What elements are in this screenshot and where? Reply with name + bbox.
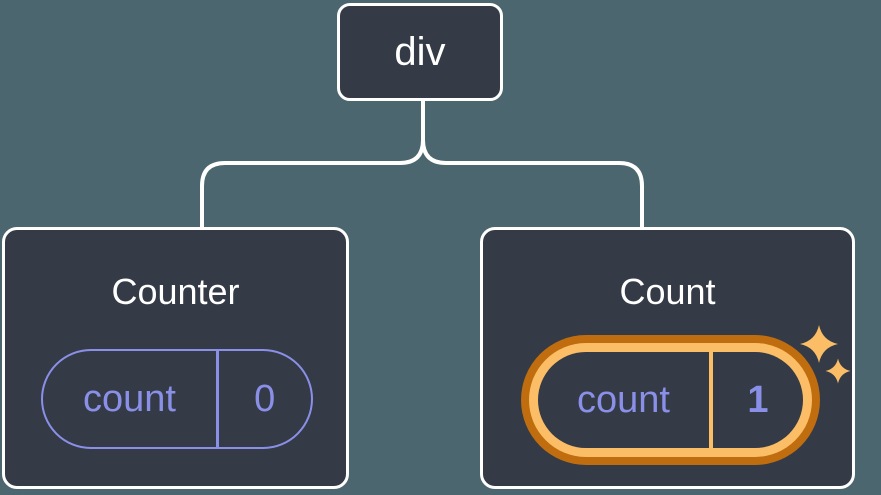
state-pill: count 1	[538, 352, 803, 448]
state-pill: count 0	[41, 349, 313, 449]
component-title: Count	[619, 271, 716, 312]
root-node-label: div	[394, 29, 446, 74]
component-title: Counter	[111, 271, 240, 312]
state-pill-highlighted: count 1	[521, 335, 820, 465]
pill-divider	[216, 351, 219, 447]
state-value: 0	[254, 377, 276, 420]
component-card-count: Count count 1	[480, 227, 855, 489]
pill-divider	[709, 352, 713, 448]
component-card-counter: Counter count 0	[2, 227, 349, 489]
tree-root-node: div	[337, 3, 503, 101]
state-key-label: count	[577, 378, 670, 421]
state-value: 1	[747, 378, 769, 421]
highlight-inner-ring: count 1	[529, 343, 812, 457]
state-key-label: count	[83, 377, 176, 420]
